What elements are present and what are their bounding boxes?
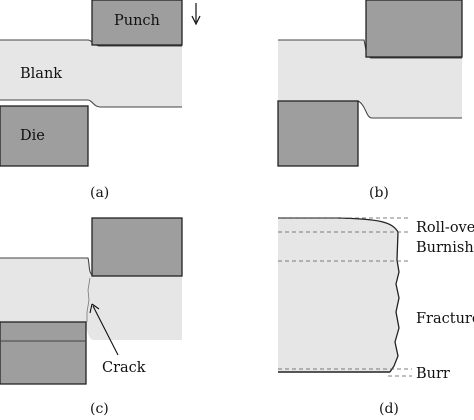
burnish-label: Burnish — [416, 240, 474, 256]
rollover-label: Roll-over — [416, 220, 474, 236]
blank-b — [278, 40, 462, 118]
punch-label: Punch — [114, 13, 160, 29]
caption-a: (a) — [90, 185, 109, 201]
panel-c: Crack (c) — [0, 217, 183, 417]
panel-d: Roll-over Burnish Fracture Burr (d) — [278, 217, 474, 417]
sheared-edge-profile — [278, 218, 399, 372]
caption-d: (d) — [379, 401, 399, 417]
die-c — [0, 321, 87, 385]
panel-a: Punch Blank Die (a) — [0, 0, 201, 201]
blank-a-outline-bottom — [0, 99, 182, 108]
punch-a — [91, 0, 183, 46]
crack-pointer-arrow — [89, 303, 119, 356]
caption-c: (c) — [90, 401, 109, 417]
burr-label: Burr — [416, 366, 450, 382]
crack-label: Crack — [102, 360, 146, 376]
fracture-label: Fracture — [416, 311, 474, 327]
die-b — [277, 100, 359, 167]
down-arrow-icon — [191, 3, 201, 26]
blank-c — [0, 258, 182, 340]
caption-b: (b) — [369, 185, 389, 201]
die-a — [0, 105, 89, 167]
crack-line — [86, 277, 91, 322]
punch-c — [91, 217, 183, 277]
blank-a — [0, 40, 182, 107]
punch-b — [365, 0, 463, 58]
panel-b: (b) — [277, 0, 463, 201]
blank-label: Blank — [20, 66, 62, 82]
die-label: Die — [20, 128, 45, 144]
